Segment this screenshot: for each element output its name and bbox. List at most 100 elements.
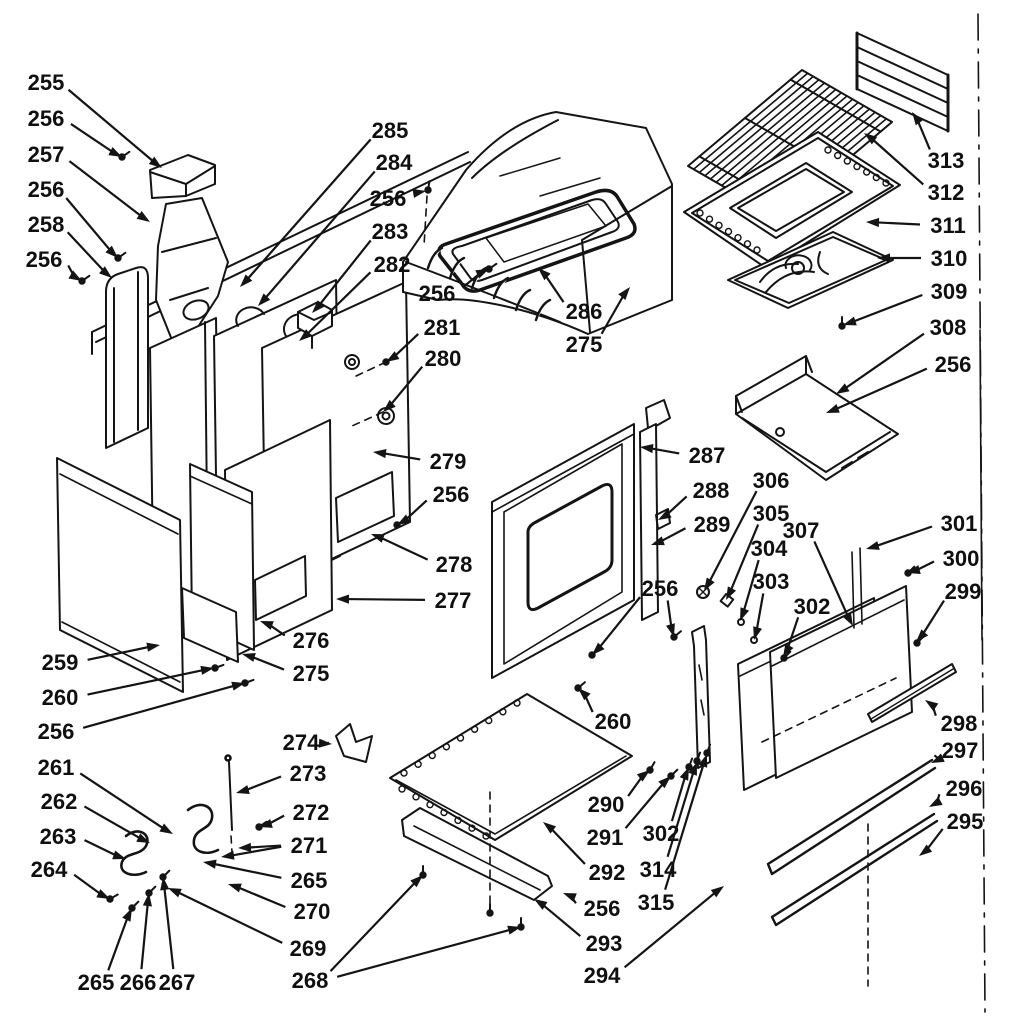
callout-label: 257	[28, 142, 65, 167]
callout-256: 256	[38, 681, 245, 744]
callout-label: 304	[751, 536, 788, 561]
callout-284: 284	[258, 150, 413, 306]
callout-311: 311	[866, 213, 966, 238]
callout-label: 256	[935, 352, 972, 377]
callout-260: 260	[578, 688, 631, 734]
callout-label: 294	[584, 963, 621, 988]
callout-label: 298	[941, 711, 978, 736]
callout-302: 302	[643, 767, 689, 846]
callout-304: 304	[740, 536, 788, 621]
callout-271: 271	[238, 833, 327, 858]
callout-label: 306	[753, 468, 790, 493]
callout-label: 300	[943, 546, 980, 571]
callout-label: 256	[584, 896, 621, 921]
part-flue-deflector	[155, 197, 229, 341]
callout-label: 284	[376, 150, 413, 175]
part-inner-door-panels	[181, 463, 255, 663]
callout-293: 293	[534, 899, 622, 956]
callout-306: 306	[704, 468, 789, 591]
callout-label: 273	[290, 761, 327, 786]
callout-label: 281	[424, 315, 461, 340]
callout-label: 272	[293, 800, 330, 825]
callout-label: 290	[588, 792, 625, 817]
callout-285: 285	[240, 118, 408, 287]
callout-280: 280	[383, 346, 461, 412]
callout-288: 288	[658, 478, 729, 520]
callout-292: 292	[543, 822, 625, 885]
callout-266: 266	[120, 893, 156, 995]
part-backguard-hood	[402, 111, 673, 335]
callout-label: 283	[372, 219, 409, 244]
callout-label: 292	[589, 860, 626, 885]
callout-307: 307	[783, 518, 853, 626]
callout-label: 276	[293, 628, 330, 653]
callout-261: 261	[38, 755, 173, 834]
callout-283: 283	[312, 219, 408, 313]
part-side-trim	[105, 266, 149, 449]
callout-265: 265	[78, 908, 132, 995]
callout-260: 260	[42, 665, 214, 710]
callout-263: 263	[40, 824, 126, 860]
part-oven-door-liner	[491, 399, 671, 679]
extra-leader	[666, 600, 675, 637]
callout-273: 273	[236, 761, 326, 794]
part-main-top	[683, 131, 901, 269]
callout-label: 305	[753, 501, 790, 526]
callout-label: 301	[941, 511, 978, 536]
callout-label: 296	[946, 776, 983, 801]
callout-label: 256	[28, 177, 65, 202]
callout-256: 256	[563, 893, 620, 921]
callout-label: 270	[294, 899, 331, 924]
callout-label: 312	[928, 180, 965, 205]
callout-277: 277	[336, 588, 471, 613]
callout-256: 256	[26, 247, 82, 281]
callout-label: 265	[291, 868, 328, 893]
callout-label: 279	[430, 449, 467, 474]
callout-289: 289	[651, 512, 731, 546]
callout-label: 258	[28, 212, 65, 237]
callout-256: 256	[419, 269, 489, 306]
callout-label: 256	[26, 247, 63, 272]
callout-label: 295	[947, 809, 984, 834]
callout-291: 291	[587, 776, 671, 850]
callout-302: 302	[783, 594, 830, 657]
callout-270: 270	[228, 883, 331, 924]
callout-259: 259	[42, 642, 160, 675]
callout-label: 275	[566, 332, 603, 357]
callout-312: 312	[864, 133, 964, 205]
callout-275: 275	[566, 287, 630, 357]
callout-303: 303	[753, 569, 789, 640]
callout-272: 272	[259, 800, 329, 828]
callout-256: 256	[826, 352, 971, 413]
callout-305: 305	[726, 501, 789, 600]
callout-256: 256	[397, 482, 469, 525]
callout-label: 285	[372, 118, 409, 143]
callout-label: 256	[28, 106, 65, 131]
callout-265: 265	[203, 859, 328, 893]
callout-label: 289	[694, 512, 731, 537]
callout-label: 307	[783, 518, 820, 543]
callout-label: 308	[930, 315, 967, 340]
callout-256: 256	[592, 576, 678, 655]
callout-label: 262	[41, 789, 78, 814]
part-trim-strip-upper	[766, 758, 937, 876]
callout-label: 260	[595, 709, 632, 734]
callout-label: 256	[642, 576, 679, 601]
callout-310: 310	[877, 246, 967, 271]
callout-label: 280	[425, 346, 462, 371]
callout-274: 274	[283, 730, 332, 755]
callout-label: 302	[794, 594, 831, 619]
callout-label: 274	[283, 730, 320, 755]
callout-295: 295	[919, 809, 983, 856]
callout-label: 311	[930, 213, 966, 238]
callout-256: 256	[28, 177, 118, 258]
callout-label: 261	[38, 755, 75, 780]
callout-label: 256	[419, 281, 456, 306]
callout-275: 275	[242, 653, 329, 686]
callout-256: 256	[370, 186, 426, 211]
part-door-assembly	[691, 547, 957, 927]
callout-308: 308	[836, 315, 966, 394]
part-backguard-grill	[855, 31, 950, 133]
callout-296: 296	[929, 776, 982, 807]
